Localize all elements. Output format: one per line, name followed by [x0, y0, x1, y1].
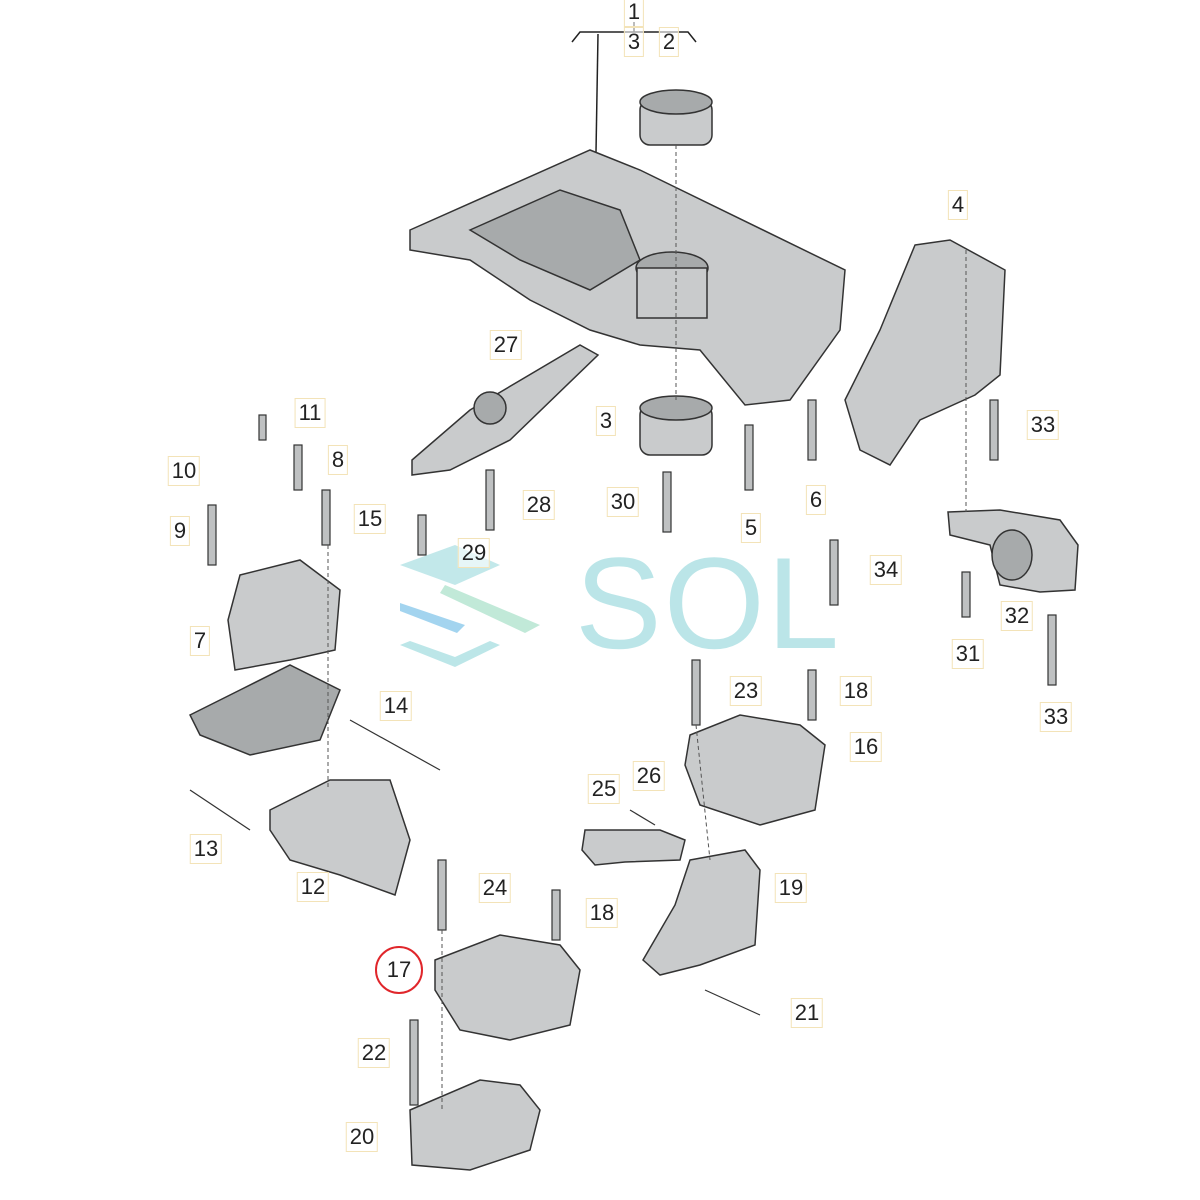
- callout-20[interactable]: 20: [345, 1122, 379, 1152]
- callout-24[interactable]: 24: [478, 873, 512, 903]
- mount-bracket-12: [269, 779, 411, 896]
- callout-21[interactable]: 21: [790, 998, 824, 1028]
- bracket-19: [642, 849, 761, 976]
- bracket-25: [581, 829, 686, 866]
- callout-32[interactable]: 32: [1000, 601, 1034, 631]
- callout-13[interactable]: 13: [189, 834, 223, 864]
- callout-9[interactable]: 9: [169, 516, 191, 546]
- callout-3[interactable]: 3: [595, 406, 617, 436]
- callout-14[interactable]: 14: [379, 691, 413, 721]
- engine-mount-7: [227, 559, 341, 671]
- subframe: [409, 149, 846, 406]
- callout-7[interactable]: 7: [189, 626, 211, 656]
- callout-16[interactable]: 16: [849, 732, 883, 762]
- callout-4[interactable]: 4: [947, 190, 969, 220]
- transmission-mount-17: [434, 934, 581, 1041]
- callout-29[interactable]: 29: [457, 538, 491, 568]
- callout-8[interactable]: 8: [327, 445, 349, 475]
- callout-11[interactable]: 11: [294, 398, 326, 428]
- callout-27[interactable]: 27: [489, 330, 523, 360]
- bolts: [189, 399, 1057, 1106]
- callout-31[interactable]: 31: [951, 639, 985, 669]
- callout-30[interactable]: 30: [606, 487, 640, 517]
- callout-34[interactable]: 34: [869, 555, 903, 585]
- callout-6[interactable]: 6: [805, 485, 827, 515]
- callout-10[interactable]: 10: [167, 456, 201, 486]
- callout-26[interactable]: 26: [632, 761, 666, 791]
- callout-25[interactable]: 25: [587, 774, 621, 804]
- callout-15[interactable]: 15: [353, 504, 387, 534]
- callout-2[interactable]: 2: [658, 27, 680, 57]
- callout-18[interactable]: 18: [839, 676, 873, 706]
- bushing-2: [639, 89, 713, 146]
- bushing-3: [639, 395, 713, 456]
- mount-20: [409, 1079, 541, 1171]
- callout-22[interactable]: 22: [357, 1038, 391, 1068]
- callout-5[interactable]: 5: [740, 513, 762, 543]
- callout-18[interactable]: 18: [585, 898, 619, 928]
- transmission-mount-16: [684, 714, 826, 826]
- callout-19[interactable]: 19: [774, 873, 808, 903]
- callout-33[interactable]: 33: [1026, 410, 1060, 440]
- callout-17[interactable]: 17: [375, 946, 423, 994]
- callout-33[interactable]: 33: [1039, 702, 1073, 732]
- callout-28[interactable]: 28: [522, 490, 556, 520]
- callout-23[interactable]: 23: [729, 676, 763, 706]
- watermark-text: SOL: [575, 530, 842, 676]
- bracket-4: [844, 239, 1006, 466]
- callout-12[interactable]: 12: [296, 872, 330, 902]
- callout-1[interactable]: 1: [623, 0, 645, 27]
- callout-3[interactable]: 3: [623, 27, 645, 57]
